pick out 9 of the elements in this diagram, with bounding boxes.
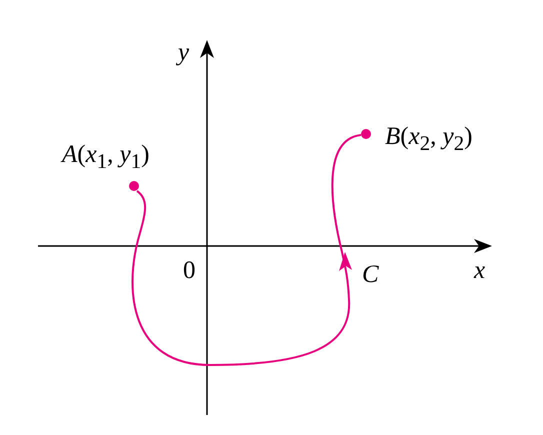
point-dot <box>129 181 139 191</box>
curve-arrow <box>132 134 362 366</box>
point-dot <box>361 129 371 139</box>
curve-label: C <box>362 262 379 287</box>
point-label: B(x$_{2}$, y$_{2}$) <box>385 124 472 154</box>
point-label: A(x$_{1}$, y$_{1}$) <box>62 142 150 172</box>
origin-label: 0 <box>183 258 196 283</box>
axis-label: y <box>178 40 190 65</box>
axis-label: x <box>474 258 486 283</box>
